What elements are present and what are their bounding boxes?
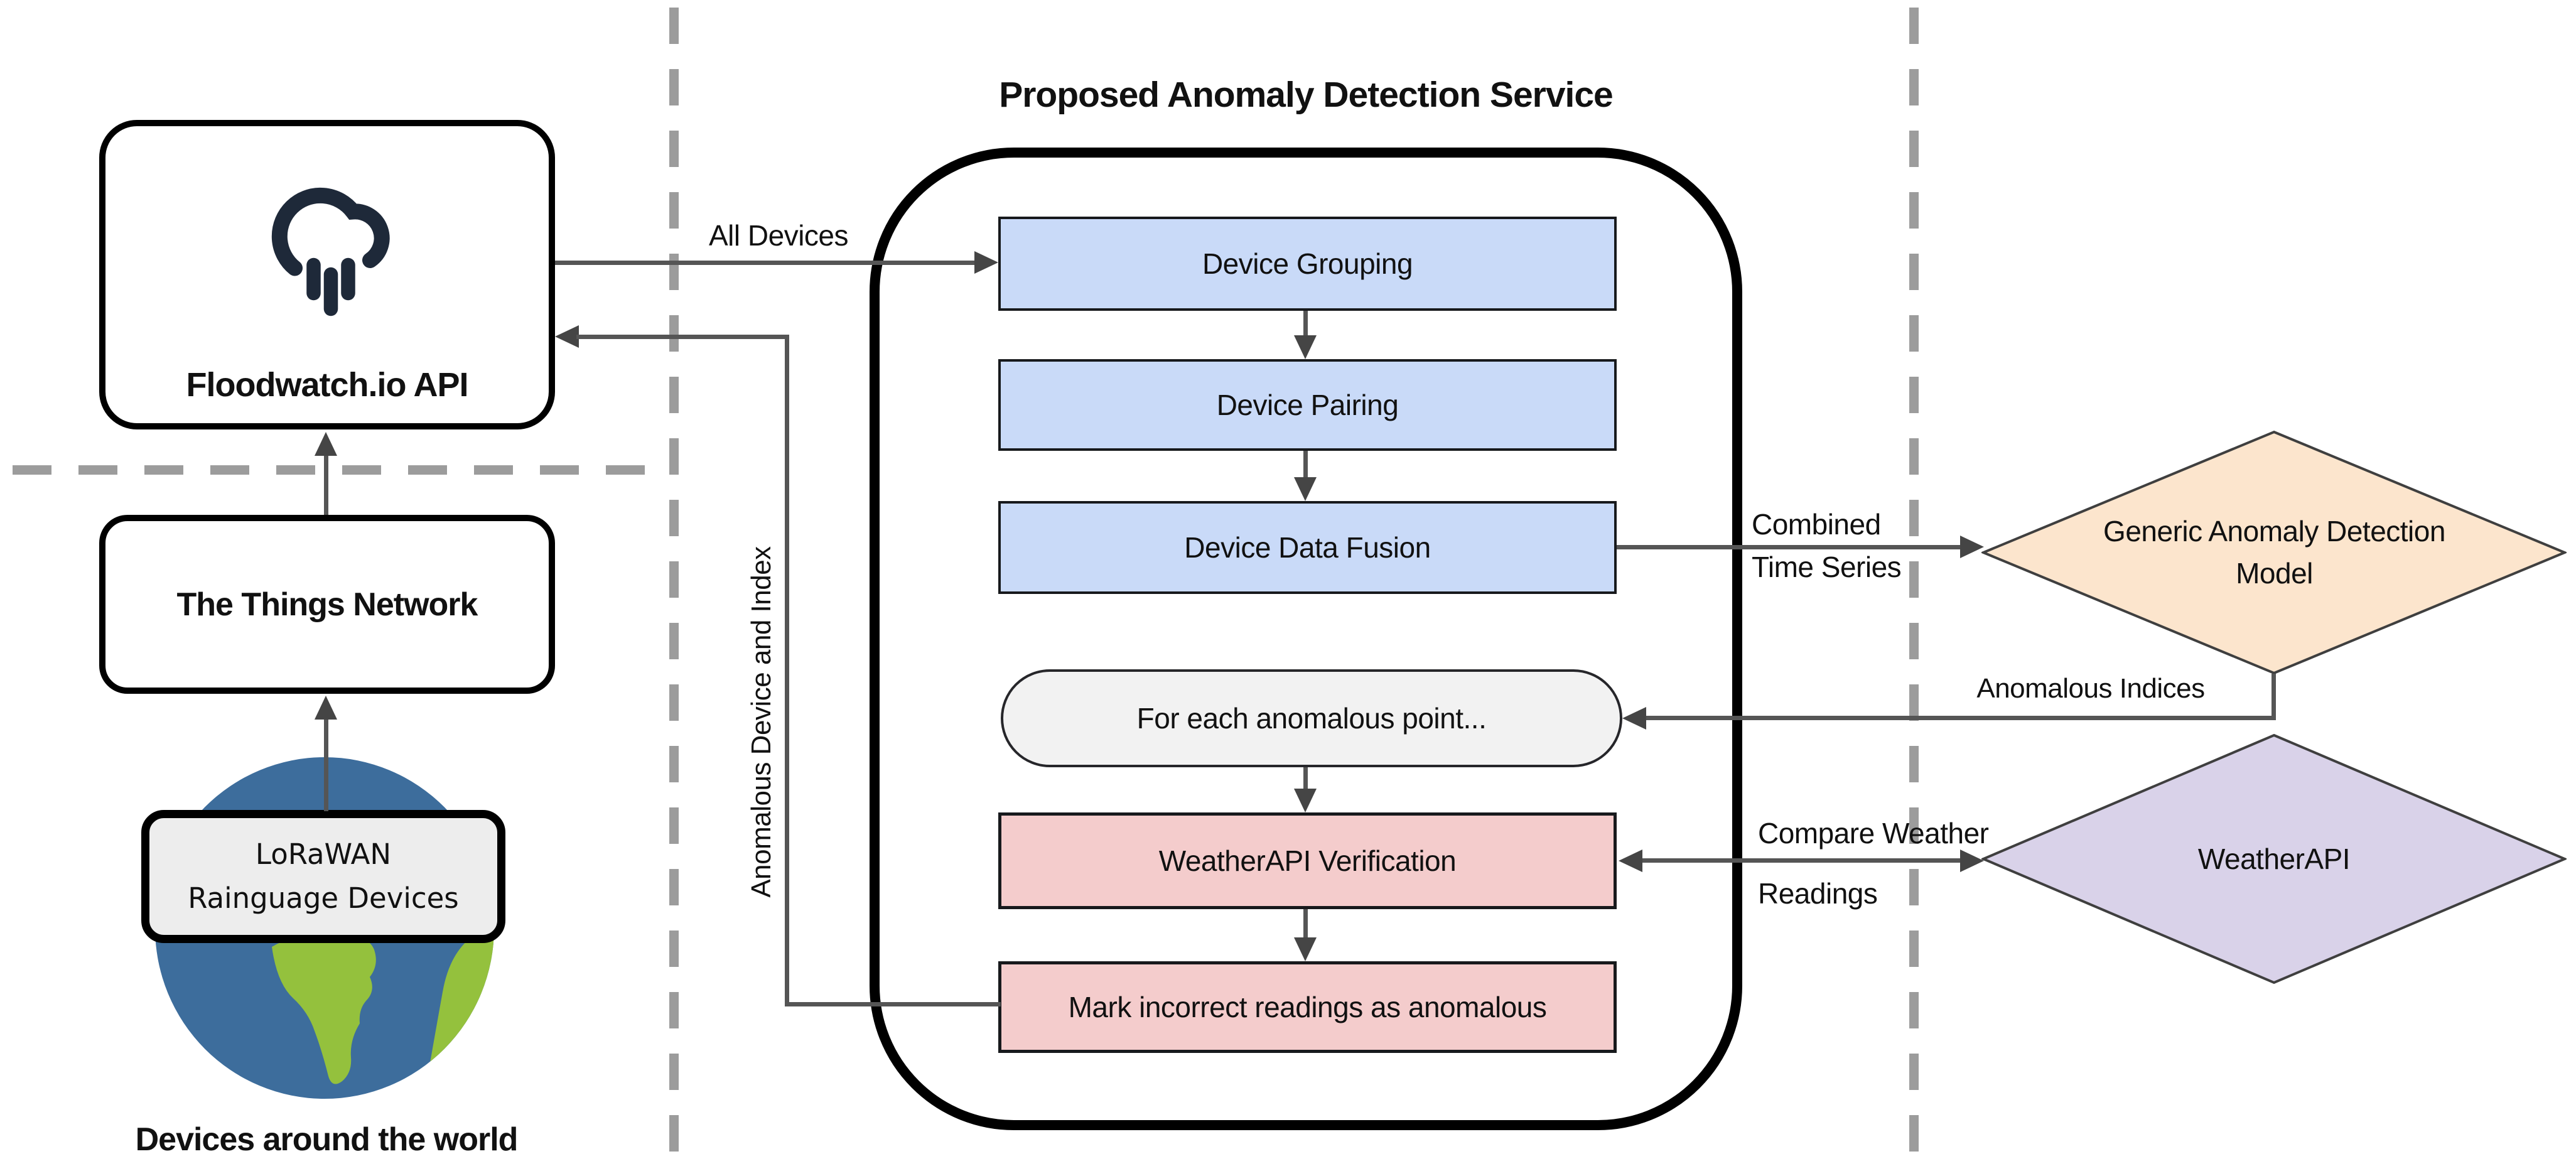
device-grouping-box: Device Grouping <box>998 217 1617 311</box>
arrowhead-indices <box>1622 707 1646 730</box>
arrow-grouping-to-pairing <box>1303 311 1308 338</box>
generic-model-label: Generic Anomaly Detection Model <box>2103 515 2445 590</box>
arrowhead-return-to-floodwatch <box>555 325 579 348</box>
arrowhead-compare-right <box>1960 850 1984 872</box>
arrowhead-compare-left <box>1619 850 1642 872</box>
arrow-verification-to-mark <box>1303 909 1308 939</box>
world-caption: Devices around the world <box>135 1121 519 1158</box>
arrow-return-bottom <box>785 1002 1001 1006</box>
arrow-pairing-to-fusion <box>1303 451 1308 478</box>
compare-weather-label-line2: Readings <box>1758 877 1878 910</box>
foreach-anomalous-point-stadium: For each anomalous point... <box>1001 669 1622 767</box>
device-data-fusion-box: Device Data Fusion <box>998 501 1617 594</box>
anomalous-device-index-label: Anomalous Device and Index <box>746 546 777 898</box>
arrow-ttn-to-floodwatch <box>324 441 328 515</box>
weatherapi-verification-box: WeatherAPI Verification <box>998 812 1617 909</box>
arrow-indices-horizontal <box>1644 716 2276 720</box>
generic-model-diamond <box>1981 430 2567 675</box>
arrowhead-grouping-to-pairing <box>1294 335 1317 359</box>
device-pairing-label: Device Pairing <box>1216 389 1399 421</box>
compare-weather-label-line1: Compare Weather <box>1758 817 1989 850</box>
device-data-fusion-label: Device Data Fusion <box>1184 531 1431 564</box>
things-network-box: The Things Network <box>99 515 555 694</box>
combined-label-line1: Combined <box>1752 508 1881 541</box>
arrow-return-vertical <box>785 335 789 1006</box>
floodwatch-api-label: Floodwatch.io API <box>186 366 469 404</box>
arrow-stadium-to-verification <box>1303 767 1308 790</box>
weatherapi-diamond <box>1981 733 2567 984</box>
device-grouping-label: Device Grouping <box>1202 247 1413 280</box>
arrowhead-all-devices <box>974 251 998 274</box>
arrowhead-combined-time-series <box>1960 536 1984 558</box>
rain-cloud-icon <box>271 187 390 316</box>
foreach-anomalous-point-label: For each anomalous point... <box>1136 702 1487 735</box>
device-pairing-box: Device Pairing <box>998 359 1617 451</box>
arrowhead-lorawan-to-ttn <box>315 696 337 720</box>
vertical-dashed-divider-right <box>1909 8 1919 1169</box>
lorawan-devices-label: LoRaWAN Rainguage Devices <box>188 838 459 915</box>
arrowhead-stadium-to-verification <box>1294 789 1317 812</box>
arrowhead-pairing-to-fusion <box>1294 477 1317 501</box>
all-devices-label: All Devices <box>708 219 849 252</box>
arrow-combined-time-series <box>1617 545 1963 549</box>
lorawan-devices-box: LoRaWAN Rainguage Devices <box>141 810 505 943</box>
horizontal-dashed-divider <box>13 465 674 475</box>
arrowhead-verification-to-mark <box>1294 937 1317 961</box>
combined-label-line2: Time Series <box>1752 551 1902 583</box>
service-title: Proposed Anomaly Detection Service <box>999 75 1614 115</box>
mark-readings-box: Mark incorrect readings as anomalous <box>998 961 1617 1053</box>
weatherapi-verification-label: WeatherAPI Verification <box>1158 844 1457 877</box>
arrow-return-top <box>576 335 789 339</box>
mark-readings-label: Mark incorrect readings as anomalous <box>1068 991 1547 1023</box>
vertical-dashed-divider-left <box>669 8 679 1169</box>
anomalous-indices-label: Anomalous Indices <box>1976 673 2205 704</box>
arrow-compare-weather <box>1640 858 1964 863</box>
weatherapi-label: WeatherAPI <box>2197 843 2351 875</box>
things-network-label: The Things Network <box>176 586 478 623</box>
arrow-indices-vertical <box>2272 674 2276 720</box>
arrowhead-ttn-to-floodwatch <box>315 432 337 456</box>
arrow-lorawan-to-ttn <box>324 704 328 811</box>
arrow-all-devices <box>555 261 977 265</box>
